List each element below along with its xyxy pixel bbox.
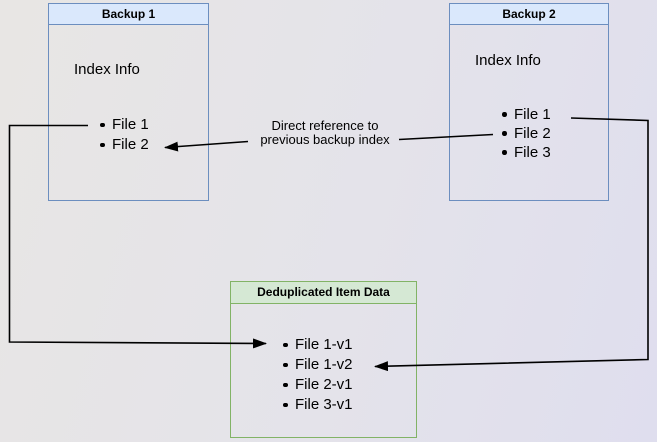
list-item: File 2 [501, 124, 551, 143]
list-item: File 1-v1 [282, 335, 353, 355]
backup2-box: Backup 2 Index Info File 1 File 2 File 3 [449, 3, 609, 201]
arrow-backup2-file1-to-dedup [374, 117, 649, 372]
list-item: File 2-v1 [282, 375, 353, 395]
arrow-direct-reference-head [164, 140, 249, 152]
deduplicated-item-data-box: Deduplicated Item Data File 1-v1 File 1-… [230, 281, 417, 438]
list-item: File 1 [99, 115, 149, 135]
arrow-backup1-file1-to-dedup [8, 124, 267, 349]
list-item: File 3 [501, 143, 551, 162]
backup1-title: Backup 1 [49, 4, 208, 25]
backup1-box: Backup 1 Index Info File 1 File 2 [48, 3, 209, 201]
list-item: File 1-v2 [282, 355, 353, 375]
direct-reference-label-line2: previous backup index [260, 132, 390, 147]
backup1-file-list: File 1 File 2 [99, 115, 149, 155]
backup2-title: Backup 2 [450, 4, 608, 25]
list-item: File 3-v1 [282, 395, 353, 415]
dedup-item-list: File 1-v1 File 1-v2 File 2-v1 File 3-v1 [282, 335, 353, 415]
arrow-direct-reference-tail [398, 133, 494, 141]
dedup-title: Deduplicated Item Data [231, 282, 416, 304]
direct-reference-label-line1: Direct reference to [271, 118, 379, 133]
list-item: File 2 [99, 135, 149, 155]
backup1-index-info-label: Index Info [74, 61, 140, 78]
direct-reference-label: Direct reference to previous backup inde… [240, 119, 410, 147]
backup2-index-info-label: Index Info [475, 52, 541, 69]
list-item: File 1 [501, 105, 551, 124]
backup2-file-list: File 1 File 2 File 3 [501, 105, 551, 162]
